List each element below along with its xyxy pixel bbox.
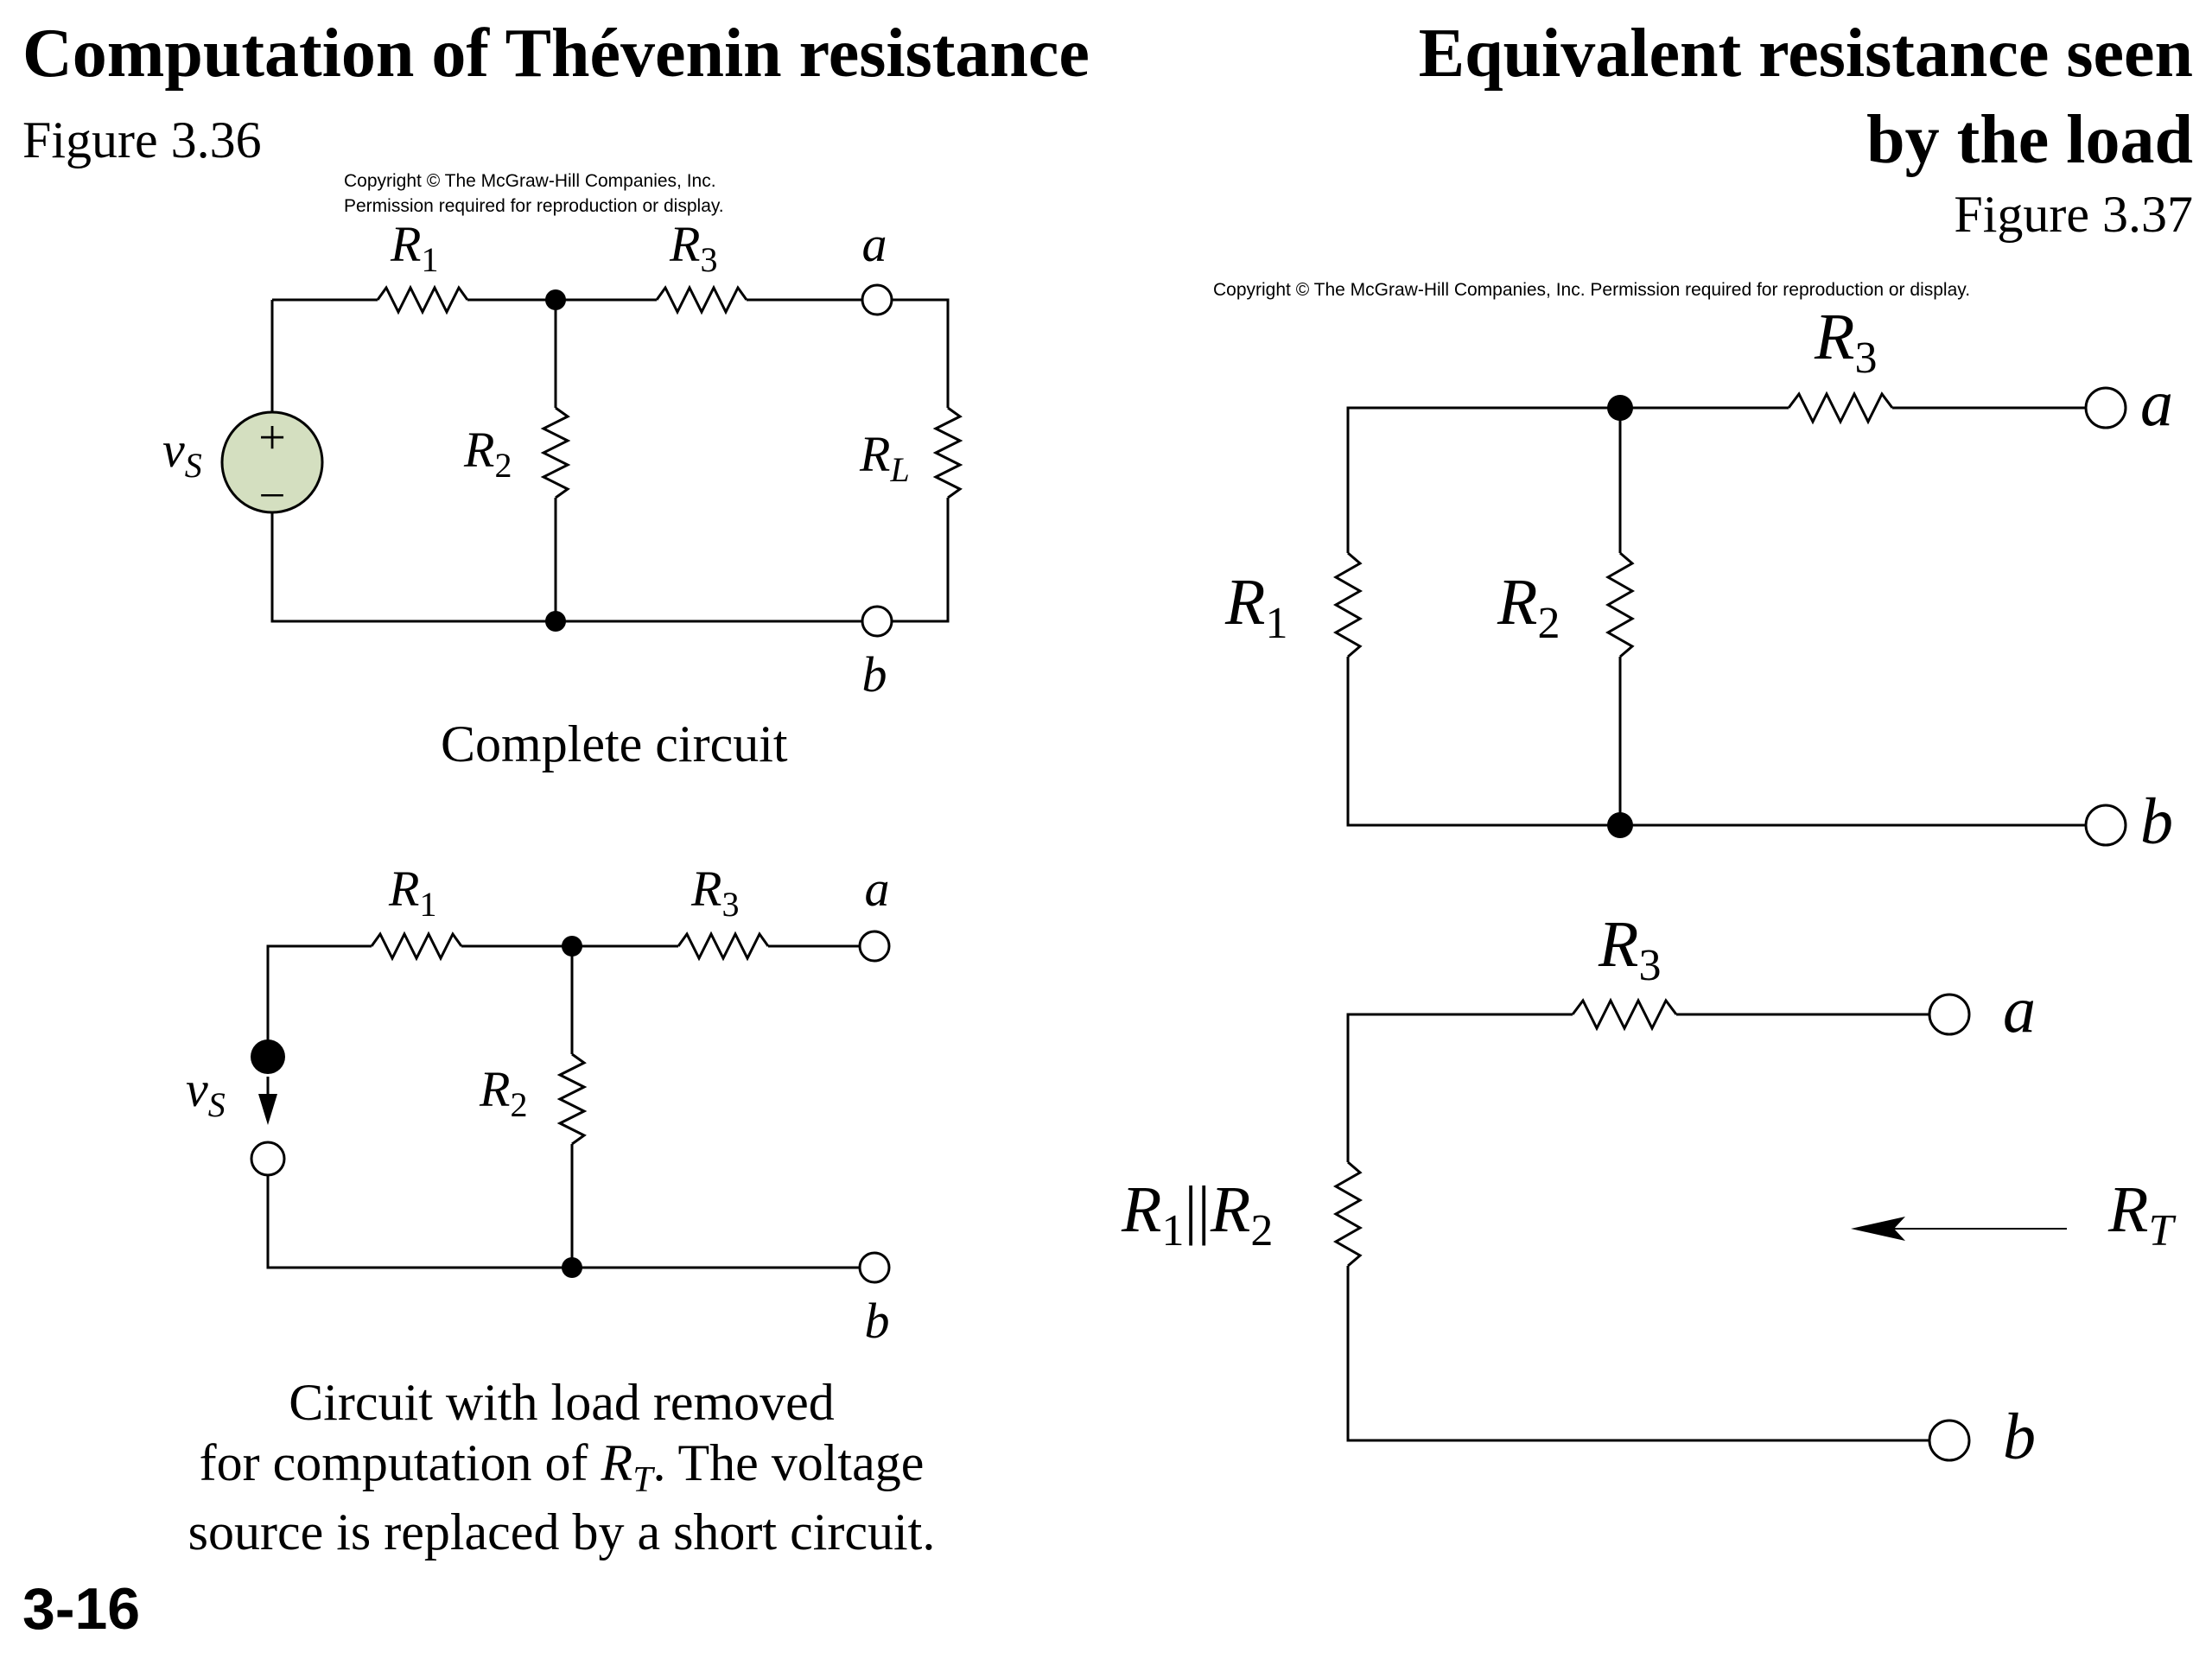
caption-t-subscript: T bbox=[632, 1460, 653, 1501]
label-r3: R3 bbox=[1598, 908, 1661, 990]
caption-line-1: Circuit with load removed bbox=[289, 1374, 835, 1431]
label-terminal-b: b bbox=[2140, 785, 2173, 858]
label-r3: R3 bbox=[690, 861, 739, 924]
resistor-r3-symbol bbox=[1571, 997, 1678, 1032]
label-terminal-b: b bbox=[862, 646, 887, 702]
wire bbox=[1346, 1266, 1930, 1442]
resistor-r2-symbol bbox=[556, 1052, 588, 1146]
caption-line-2-suffix: . The voltage bbox=[652, 1434, 925, 1492]
copyright-line-1: Copyright © The McGraw-Hill Companies, I… bbox=[344, 171, 716, 191]
label-terminal-a: a bbox=[2140, 367, 2173, 440]
label-vs: vS bbox=[186, 1061, 226, 1124]
wire bbox=[266, 944, 372, 1057]
short-circuit-open-terminal bbox=[250, 1141, 286, 1177]
copyright-notice-right: Copyright © The McGraw-Hill Companies, I… bbox=[1213, 280, 1971, 300]
voltage-source-symbol bbox=[220, 410, 324, 514]
label-r1: R1 bbox=[390, 216, 438, 279]
terminal-b-open bbox=[858, 1251, 891, 1284]
resistor-r3-symbol bbox=[677, 931, 770, 962]
node-dot bbox=[545, 289, 566, 310]
label-terminal-a: a bbox=[2003, 974, 2036, 1046]
node-dot bbox=[1607, 395, 1633, 421]
terminal-a-open bbox=[861, 283, 893, 316]
node-dot bbox=[545, 611, 566, 632]
rt-arrow-head bbox=[1851, 1217, 1905, 1241]
label-r2: R2 bbox=[463, 422, 512, 485]
label-r2: R2 bbox=[479, 1061, 527, 1124]
resistor-rl-symbol bbox=[932, 406, 963, 499]
resistor-r2-symbol bbox=[540, 406, 571, 499]
label-r3: R3 bbox=[1814, 301, 1877, 383]
terminal-b-open bbox=[861, 605, 893, 638]
label-r1: R1 bbox=[388, 861, 436, 924]
label-r1: R1 bbox=[1224, 566, 1287, 648]
figure-label-3-37: Figure 3.37 bbox=[1954, 186, 2193, 243]
right-title-line-2: by the load bbox=[1866, 102, 2193, 178]
resistor-r3-symbol bbox=[655, 284, 748, 315]
minus-sign: – bbox=[261, 467, 284, 515]
load-removed-caption: Circuit with load removed for computatio… bbox=[130, 1372, 994, 1563]
equivalent-circuit-bottom bbox=[1332, 997, 2067, 1442]
wire bbox=[890, 298, 950, 408]
short-circuit-arrow-head bbox=[258, 1094, 277, 1125]
node-dot bbox=[562, 936, 582, 957]
slide-number: 3-16 bbox=[22, 1576, 141, 1642]
copyright-line-2: Permission required for reproduction or … bbox=[344, 195, 724, 216]
right-title-line-1: Equivalent resistance seen bbox=[1418, 16, 2193, 92]
terminal-b-open bbox=[2084, 804, 2127, 847]
plus-sign: + bbox=[258, 411, 286, 465]
figure-label-3-36: Figure 3.36 bbox=[22, 111, 262, 168]
left-title: Computation of Thévenin resistance bbox=[22, 16, 1090, 92]
label-rl: RL bbox=[859, 426, 910, 489]
label-r2: R2 bbox=[1497, 566, 1560, 648]
complete-circuit-caption: Complete circuit bbox=[441, 715, 788, 772]
label-vs: vS bbox=[162, 422, 202, 485]
wire bbox=[1346, 406, 1789, 553]
resistor-r2-symbol bbox=[1605, 551, 1636, 658]
resistor-r1-parallel-r2-symbol bbox=[1332, 1160, 1363, 1268]
wire bbox=[1346, 1013, 1573, 1162]
equivalent-circuit-top bbox=[1332, 391, 2088, 827]
terminal-a-open bbox=[1928, 993, 1971, 1036]
resistor-r1-symbol bbox=[370, 931, 463, 962]
node-dot bbox=[562, 1257, 582, 1278]
node-dot bbox=[1607, 812, 1633, 838]
complete-circuit bbox=[220, 284, 963, 623]
caption-line-2-prefix: for computation of bbox=[199, 1434, 601, 1492]
label-terminal-a: a bbox=[865, 861, 890, 917]
resistor-r1-symbol bbox=[376, 284, 469, 315]
wire bbox=[890, 498, 950, 623]
caption-rt-symbol: RT bbox=[601, 1434, 653, 1500]
resistor-r3-symbol bbox=[1787, 391, 1894, 425]
terminal-b-open bbox=[1928, 1419, 1971, 1462]
copyright-notice-left: Copyright © The McGraw-Hill Companies, I… bbox=[344, 169, 724, 219]
resistor-r1-symbol bbox=[1332, 551, 1363, 658]
label-r1-parallel-r2: R1||R2 bbox=[1121, 1173, 1273, 1255]
caption-line-2: for computation of RT. The voltage bbox=[130, 1433, 994, 1502]
label-rt: RT bbox=[2107, 1173, 2176, 1255]
label-terminal-b: b bbox=[2003, 1401, 2036, 1473]
wire bbox=[270, 504, 864, 623]
label-r3: R3 bbox=[669, 216, 717, 279]
terminal-a-open bbox=[2084, 386, 2127, 429]
load-removed-circuit bbox=[266, 931, 860, 1269]
terminal-a-open bbox=[858, 930, 891, 963]
label-terminal-b: b bbox=[865, 1293, 890, 1349]
short-circuit-node bbox=[251, 1039, 285, 1074]
label-terminal-a: a bbox=[862, 216, 887, 272]
caption-r: R bbox=[601, 1434, 633, 1492]
wire bbox=[266, 1176, 860, 1269]
wire bbox=[1346, 657, 2088, 827]
caption-line-3: source is replaced by a short circuit. bbox=[188, 1503, 936, 1561]
